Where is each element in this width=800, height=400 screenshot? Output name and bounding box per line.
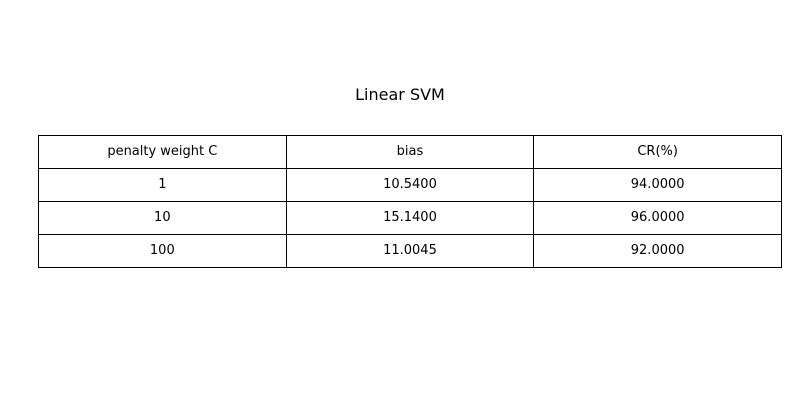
table-row: 100 11.0045 92.0000 [38,234,782,268]
column-header-penalty-weight: penalty weight C [38,135,287,169]
table-cell-penalty-weight: 1 [38,168,287,202]
chart-title: Linear SVM [355,85,445,104]
table-cell-cr: 94.0000 [533,168,782,202]
column-header-bias: bias [285,135,535,169]
column-header-cr: CR(%) [533,135,782,169]
table-cell-cr: 92.0000 [533,234,782,268]
results-table: penalty weight C bias CR(%) 1 10.5400 94… [38,135,782,268]
table-header-row: penalty weight C bias CR(%) [38,135,782,169]
table-row: 1 10.5400 94.0000 [38,168,782,202]
table-cell-bias: 11.0045 [285,234,535,268]
table-cell-cr: 96.0000 [533,201,782,235]
table-cell-penalty-weight: 10 [38,201,287,235]
table-cell-penalty-weight: 100 [38,234,287,268]
table-cell-bias: 15.1400 [285,201,535,235]
table-row: 10 15.1400 96.0000 [38,201,782,235]
table-cell-bias: 10.5400 [285,168,535,202]
